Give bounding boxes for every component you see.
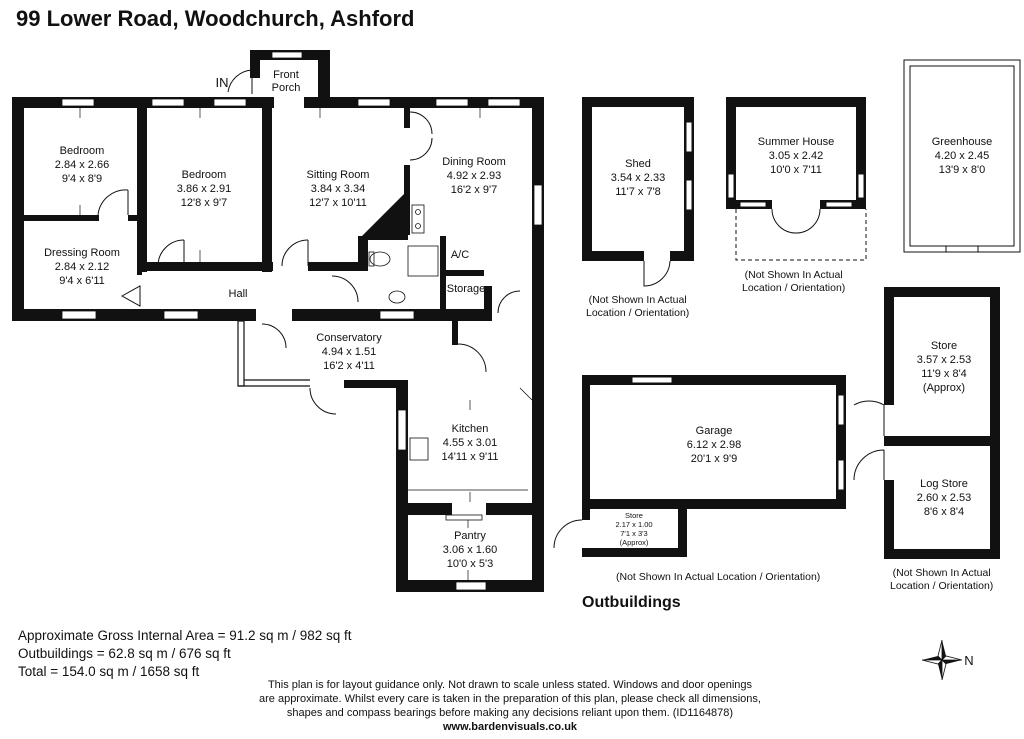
store-note-line1: (Not Shown In Actual (892, 567, 991, 579)
page-title: 99 Lower Road, Woodchurch, Ashford (16, 6, 415, 31)
bedroom1-metric: 2.84 x 2.66 (55, 159, 109, 171)
store-name: Store (931, 340, 957, 352)
storage-name: Storage (447, 283, 486, 295)
dressing-room-imperial: 9'4 x 6'11 (59, 275, 105, 287)
greenhouse-metric: 4.20 x 2.45 (935, 150, 989, 162)
small-store-metric: 2.17 x 1.00 (615, 520, 652, 529)
dining-room-metric: 4.92 x 2.93 (447, 170, 501, 182)
garage-name: Garage (696, 425, 733, 437)
total-area: Total = 154.0 sq m / 1658 sq ft (18, 664, 200, 679)
dining-room-imperial: 16'2 x 9'7 (451, 184, 497, 196)
store-note-block: (Not Shown In Actual Location / Orientat… (890, 567, 993, 593)
dressing-room-metric: 2.84 x 2.12 (55, 261, 109, 273)
shed-note-line1: (Not Shown In Actual (588, 294, 687, 306)
greenhouse-imperial: 13'9 x 8'0 (939, 164, 985, 176)
sitting-room-metric: 3.84 x 3.34 (311, 183, 365, 195)
store-note-line2: Location / Orientation) (890, 580, 994, 592)
conservatory-imperial: 16'2 x 4'11 (323, 360, 375, 372)
small-store-name: Store (625, 511, 643, 520)
kitchen-metric: 4.55 x 3.01 (443, 437, 497, 449)
outbuilding-details (553, 59, 1021, 549)
dimension-arrows (79, 108, 481, 580)
bedroom2-name: Bedroom (182, 169, 227, 181)
room-labels: IN Front Porch Bedroom 2.84 x 2.66 9'4 x… (44, 69, 992, 668)
shed-metric: 3.54 x 2.33 (611, 172, 665, 184)
log-store-metric: 2.60 x 2.53 (917, 492, 971, 504)
greenhouse-name: Greenhouse (932, 136, 993, 148)
disclaimer-line1: This plan is for layout guidance only. N… (267, 679, 753, 691)
windows (61, 51, 543, 591)
bedroom2-metric: 3.86 x 2.91 (177, 183, 231, 195)
store-metric: 3.57 x 2.53 (917, 354, 971, 366)
bedroom2-imperial: 12'8 x 9'7 (181, 197, 227, 209)
conservatory-name: Conservatory (316, 332, 382, 344)
store-imperial: 11'9 x 8'4 (921, 368, 967, 380)
disclaimer: This plan is for layout guidance only. N… (210, 678, 810, 734)
front-porch-label-1: Front (273, 69, 299, 81)
disclaimer-line3: shapes and compass bearings before makin… (286, 707, 734, 719)
doors (97, 69, 521, 415)
shed-name: Shed (625, 158, 651, 170)
disclaimer-line2: are approximate. Whilst every care is ta… (259, 693, 761, 705)
summer-note-line1: (Not Shown In Actual (744, 269, 843, 281)
conservatory-metric: 4.94 x 1.51 (322, 346, 376, 358)
website-link[interactable]: www.bardenvisuals.co.uk (442, 721, 578, 733)
area-summary: Approximate Gross Internal Area = 91.2 s… (18, 627, 352, 681)
dining-room-name: Dining Room (442, 156, 506, 168)
summer-note-line2: Location / Orientation) (742, 282, 846, 294)
kitchen-name: Kitchen (452, 423, 489, 435)
small-store-note: (Approx) (620, 538, 649, 547)
sitting-room-imperial: 12'7 x 10'11 (309, 197, 367, 209)
compass-icon (921, 639, 963, 681)
garage-imperial: 20'1 x 9'9 (691, 453, 737, 465)
front-porch-label-2: Porch (272, 82, 301, 94)
bedroom1-name: Bedroom (60, 145, 105, 157)
hall-name: Hall (229, 288, 248, 300)
ac-name: A/C (451, 249, 469, 261)
store-note: (Approx) (923, 382, 965, 394)
summer-house-imperial: 10'0 x 7'11 (770, 164, 822, 176)
gross-area: Approximate Gross Internal Area = 91.2 s… (18, 628, 352, 643)
small-store-imperial: 7'1 x 3'3 (620, 529, 647, 538)
summer-house-note: (Not Shown In Actual Location / Orientat… (742, 269, 845, 295)
main-house-walls (12, 50, 544, 592)
compass-label: N (964, 653, 973, 668)
dressing-room-name: Dressing Room (44, 247, 120, 259)
sitting-room-name: Sitting Room (307, 169, 370, 181)
shed-note-line2: Location / Orientation) (586, 307, 690, 319)
shed-note: (Not Shown In Actual Location / Orientat… (586, 294, 689, 320)
pantry-imperial: 10'0 x 5'3 (447, 558, 493, 570)
fittings (368, 204, 533, 521)
outbuildings-area: Outbuildings = 62.8 sq m / 676 sq ft (18, 646, 231, 661)
log-store-imperial: 8'6 x 8'4 (924, 506, 964, 518)
entrance-label: IN (216, 75, 229, 90)
pantry-metric: 3.06 x 1.60 (443, 544, 497, 556)
summer-house-metric: 3.05 x 2.42 (769, 150, 823, 162)
outbuilding-walls (582, 97, 1000, 559)
kitchen-imperial: 14'11 x 9'11 (441, 451, 498, 463)
shed-imperial: 11'7 x 7'8 (615, 186, 661, 198)
garage-metric: 6.12 x 2.98 (687, 439, 741, 451)
bedroom1-imperial: 9'4 x 8'9 (62, 173, 102, 185)
log-store-name: Log Store (920, 478, 968, 490)
garage-note: (Not Shown In Actual Location / Orientat… (616, 571, 821, 583)
conservatory-walls (237, 320, 310, 387)
summer-house-name: Summer House (758, 136, 834, 148)
outbuildings-title: Outbuildings (582, 594, 681, 611)
pantry-name: Pantry (454, 530, 486, 542)
